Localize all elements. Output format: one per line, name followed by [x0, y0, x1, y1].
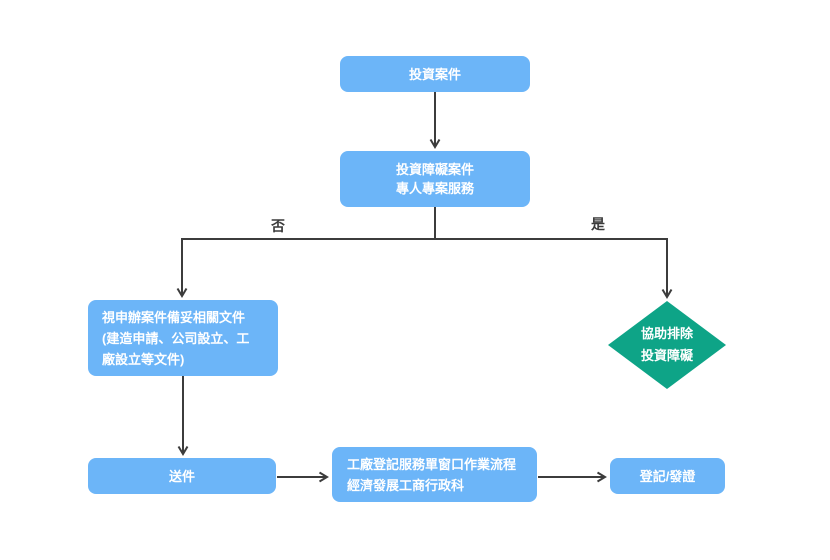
edge-service-no-to-prepare [176, 207, 436, 298]
node-obstacle-service-line1: 投資障礙案件 [395, 162, 474, 177]
node-factory-process-line1: 工廠登記服務單窗口作業流程 [347, 456, 517, 472]
node-assist-remove-line2: 投資障礙 [640, 348, 693, 363]
node-register-issue-label: 登記/發證 [639, 468, 696, 484]
node-prepare-docs-line2: (建造申請、公司設立、工 [102, 330, 250, 346]
node-obstacle-service: 投資障礙案件 專人專案服務 [340, 151, 530, 207]
edge-label-yes: 是 [591, 216, 605, 232]
edge-label-no: 否 [271, 218, 285, 234]
node-register-issue: 登記/發證 [610, 458, 725, 494]
node-factory-process-line2: 經濟發展工商行政科 [347, 477, 465, 493]
edge-service-yes-to-assist [435, 238, 673, 299]
node-prepare-docs-line1: 視申辦案件備妥相關文件 [102, 309, 246, 325]
node-submit-label: 送件 [168, 468, 195, 484]
node-obstacle-service-line2: 專人專案服務 [395, 181, 474, 196]
node-investment-case: 投資案件 [340, 56, 530, 92]
node-investment-case-label: 投資案件 [408, 66, 461, 82]
node-assist-remove-line1: 協助排除 [640, 326, 693, 341]
node-prepare-docs: 視申辦案件備妥相關文件 (建造申請、公司設立、工 廠設立等文件) [88, 300, 278, 376]
node-prepare-docs-line3: 廠設立等文件) [102, 351, 185, 367]
node-submit: 送件 [88, 458, 276, 494]
node-factory-process: 工廠登記服務單窗口作業流程 經濟發展工商行政科 [332, 447, 537, 502]
